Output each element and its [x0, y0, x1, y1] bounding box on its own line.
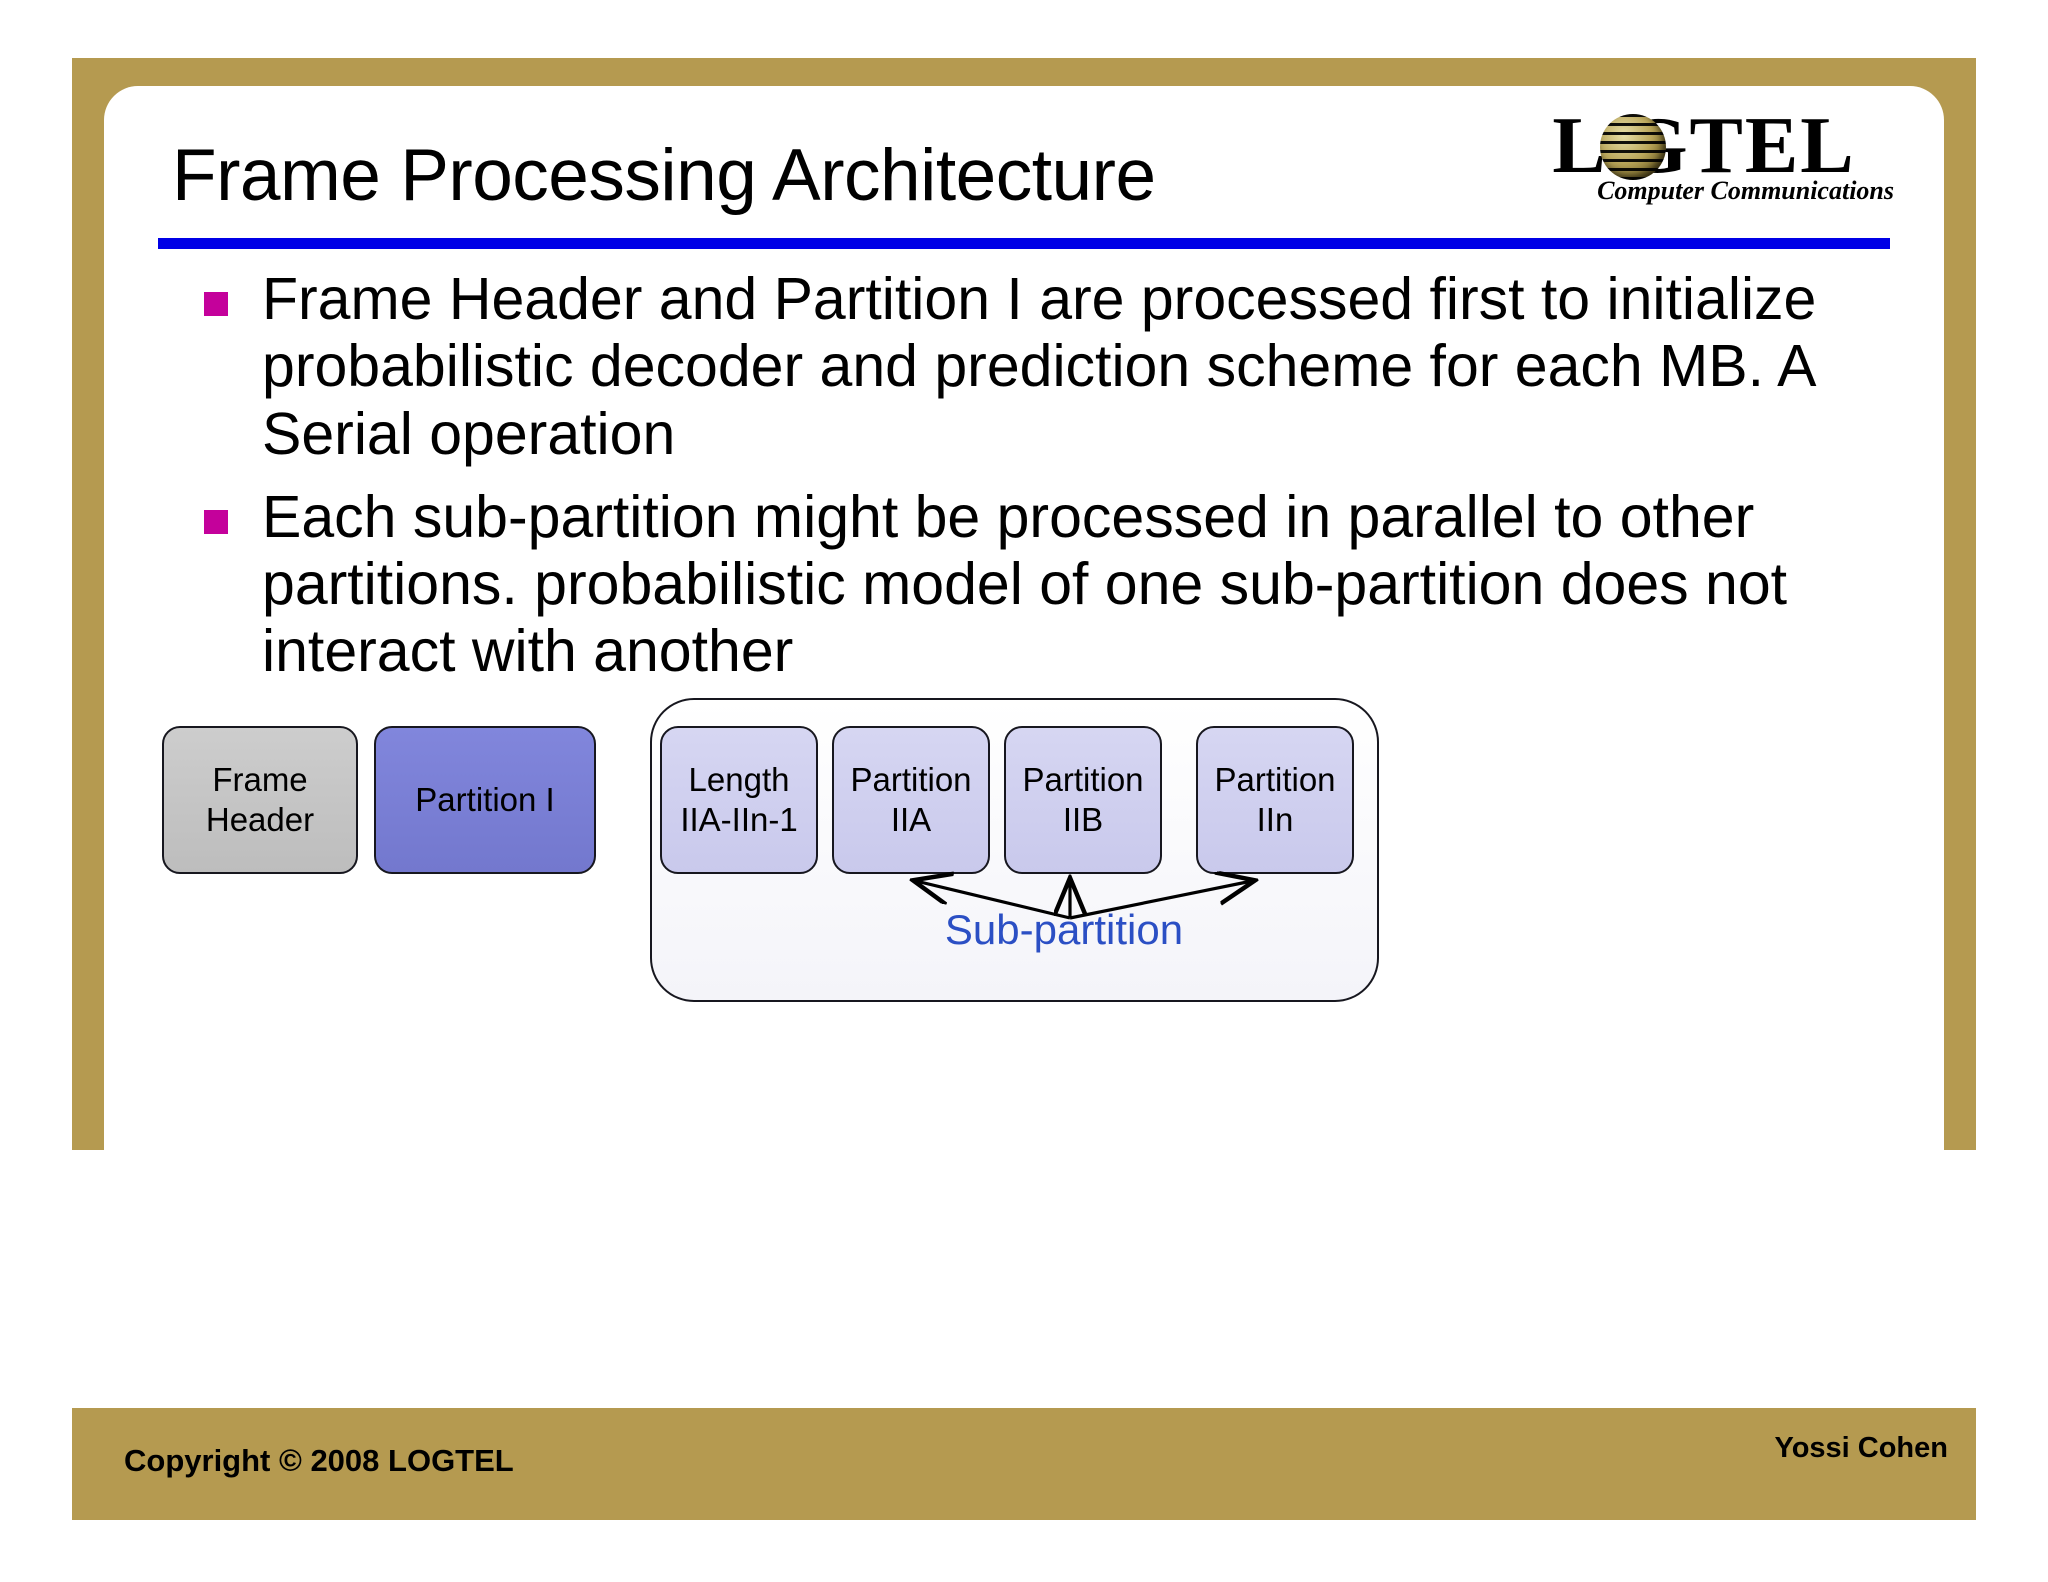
footer-gold-band [72, 1408, 1976, 1520]
diagram-node-partition-i: Partition I [374, 726, 596, 874]
sub-partition-group-box [650, 698, 1379, 1002]
bullet-list: Frame Header and Partition I are process… [158, 266, 1918, 702]
bullet-text: Frame Header and Partition I are process… [262, 266, 1817, 467]
node-label: Partition I [415, 780, 555, 818]
globe-icon [1600, 114, 1666, 180]
title-underline-rule [158, 238, 1890, 249]
list-item: Each sub-partition might be processed in… [158, 484, 1918, 686]
bullet-text: Each sub-partition might be processed in… [262, 483, 1788, 685]
logo-tagline: Computer Communications [1597, 176, 1894, 205]
list-item: Frame Header and Partition I are process… [158, 266, 1918, 468]
logtel-logo: L GTEL Computer Communications [1508, 106, 1900, 210]
bullet-square-icon [204, 509, 228, 534]
arrow-to-partition-iin [1069, 881, 1252, 920]
copyright-text: Copyright © 2008 LOGTEL [124, 1443, 514, 1478]
arrow-to-partition-iia [916, 881, 1071, 920]
logo-wordmark: L GTEL [1552, 102, 1856, 190]
page-title: Frame Processing Architecture [172, 135, 1156, 216]
author-name: Yossi Cohen [1774, 1432, 1949, 1464]
sub-partition-label: Sub-partition [944, 906, 1184, 953]
slide-content-panel: L GTEL Computer Communications Frame Pro… [104, 86, 1944, 1352]
bullet-square-icon [204, 292, 228, 316]
